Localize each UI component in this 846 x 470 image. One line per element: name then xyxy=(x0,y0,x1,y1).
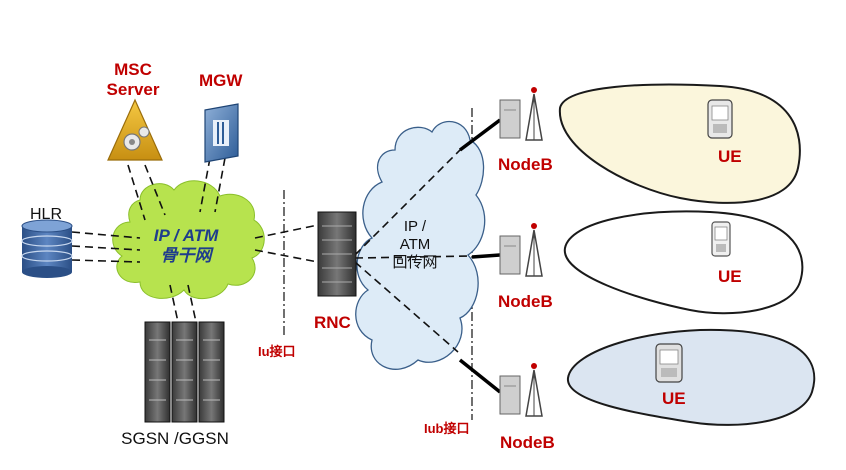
cell-top xyxy=(558,83,801,204)
backhaul-label: IP / ATM 回传网 xyxy=(392,218,438,271)
nodeb-mid-icon xyxy=(499,223,543,277)
nodeb-top-label: NodeB xyxy=(498,155,553,174)
nodeb-mid-label: NodeB xyxy=(498,292,553,311)
link-core-sgsn-b xyxy=(187,284,197,323)
rnc-rack-icon xyxy=(317,211,357,297)
nodeb-top-icon xyxy=(499,87,543,141)
link-rnc-nodeb-mid xyxy=(354,255,473,259)
solid-links xyxy=(458,118,502,394)
mgw-label: MGW xyxy=(199,71,243,90)
iu-interface-label: Iu接口 xyxy=(258,344,296,359)
link-backhaul-nodeb-mid xyxy=(471,253,501,259)
link-hlr-core-a xyxy=(71,231,141,239)
nodeb-bottom-label: NodeB xyxy=(500,433,555,452)
link-backhaul-nodeb-bottom xyxy=(458,358,502,394)
link-mgw-core-b xyxy=(214,157,226,213)
link-rnc-nodeb-bottom xyxy=(354,261,459,353)
link-hlr-core-c xyxy=(71,259,141,263)
link-core-sgsn-a xyxy=(169,284,179,323)
link-core-rnc-b xyxy=(254,249,319,263)
cell-bottom xyxy=(566,328,816,426)
link-hlr-core-b xyxy=(71,245,141,251)
sgsn-ggsn-label: SGSN /GGSN xyxy=(121,429,229,448)
link-mgw-core-a xyxy=(199,157,211,213)
link-backhaul-nodeb-top xyxy=(458,118,502,152)
backhaul-cloud xyxy=(355,120,486,370)
link-core-rnc-a xyxy=(254,224,319,239)
nodeb-bottom-icon xyxy=(499,363,543,417)
cell-mid xyxy=(563,210,804,315)
ue-bottom-label: UE xyxy=(662,389,686,408)
hlr-database-icon xyxy=(21,219,73,278)
ue-top-phone-icon xyxy=(707,99,733,139)
mgw-icon xyxy=(204,103,239,163)
ue-top-label: UE xyxy=(718,147,742,166)
msc-server-icon xyxy=(107,98,163,161)
iub-interface-label: Iub接口 xyxy=(424,421,470,436)
dashed-links xyxy=(71,147,473,353)
sgsn-ggsn-rack-icon xyxy=(144,321,225,423)
link-msc-core-b xyxy=(144,164,166,216)
rnc-label: RNC xyxy=(314,313,351,332)
core-network-label: IP / ATM 骨干网 xyxy=(153,226,219,265)
ue-bottom-phone-icon xyxy=(655,343,683,383)
hlr-label: HLR xyxy=(30,206,63,223)
msc-server-label: MSC Server xyxy=(106,60,160,99)
ue-mid-label: UE xyxy=(718,267,742,286)
ue-mid-phone-icon xyxy=(711,221,731,257)
link-msc-core-a xyxy=(127,164,146,221)
core-network-cloud xyxy=(112,180,265,299)
